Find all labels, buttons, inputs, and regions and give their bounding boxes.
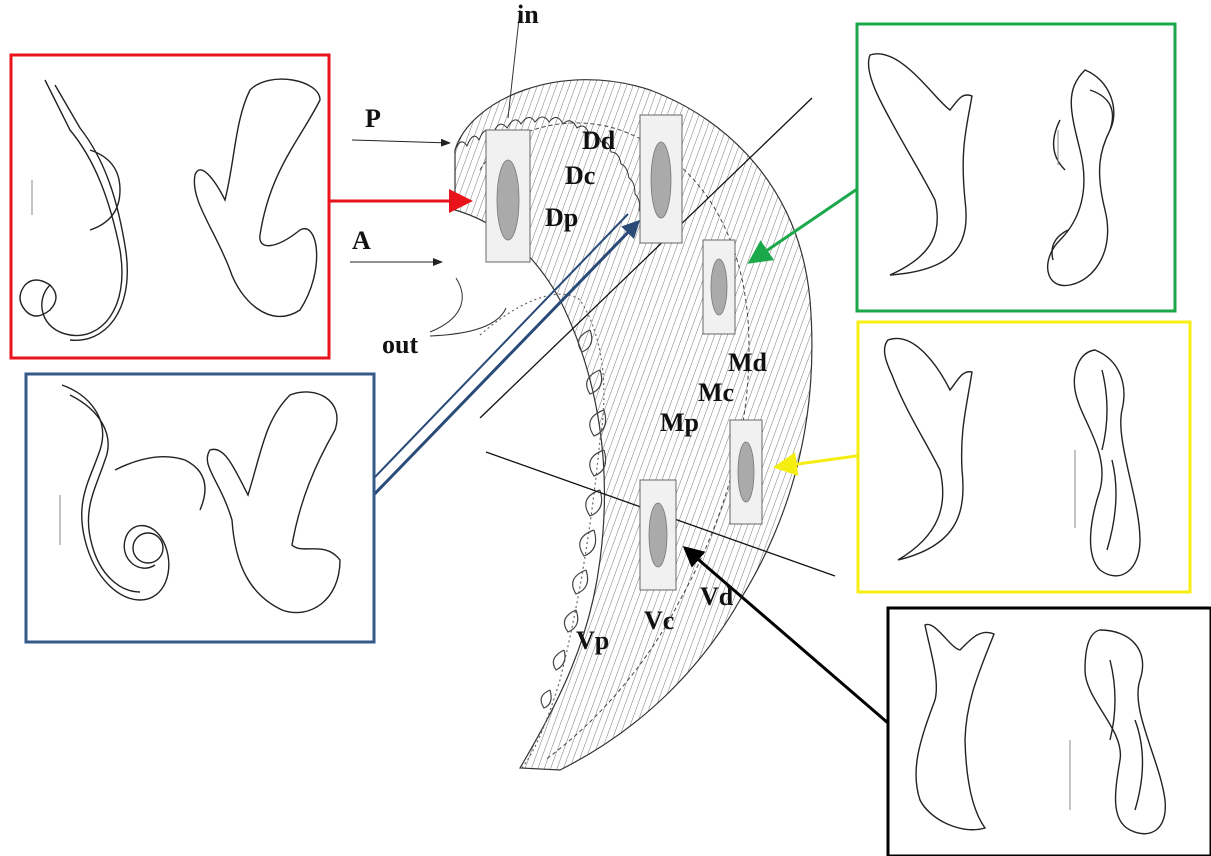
label-A: A [352, 228, 371, 254]
label-Vc: Vc [644, 608, 674, 634]
label-out: out [382, 332, 418, 358]
label-Mp: Mp [660, 410, 699, 436]
gill-arch [350, 10, 835, 770]
label-Vd: Vd [700, 584, 733, 610]
label-Dd: Dd [582, 128, 615, 154]
label-Md: Md [728, 350, 767, 376]
label-Vp: Vp [576, 628, 609, 654]
panel-black [888, 608, 1211, 856]
panel-yellow [858, 322, 1190, 592]
label-Dc: Dc [565, 163, 595, 189]
panel-red [11, 55, 329, 358]
label-Mc: Mc [698, 380, 734, 406]
panel-green [857, 24, 1175, 311]
label-in: in [517, 2, 539, 28]
panel-blue [26, 374, 374, 642]
label-P: P [365, 106, 381, 132]
label-Dp: Dp [545, 205, 578, 231]
